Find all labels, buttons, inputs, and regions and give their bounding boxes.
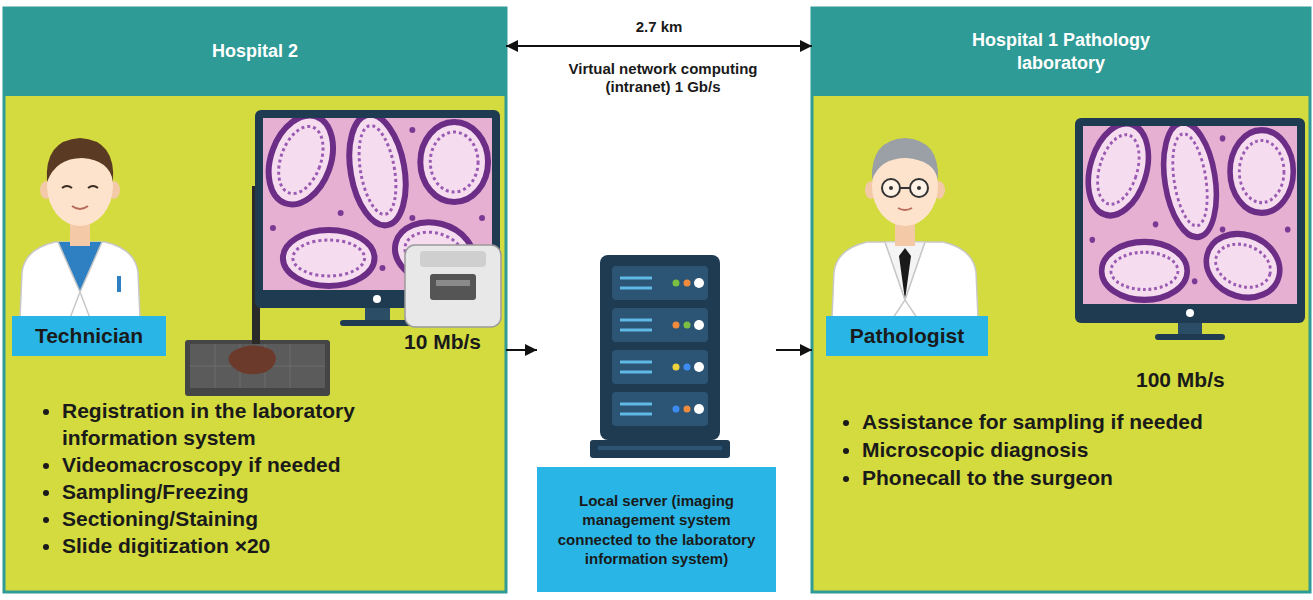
task-list: Assistance for sampling if neededMicrosc… xyxy=(836,408,1302,492)
server-icon xyxy=(590,255,730,458)
panel-heading: Hospital 1 Pathology laboratory xyxy=(970,29,1152,76)
bandwidth-label: 10 Mb/s xyxy=(404,330,481,354)
hospital-2-panel xyxy=(4,8,506,592)
task-list: Registration in the laboratory informati… xyxy=(36,397,392,559)
server-label-box: Local server (imaging management system … xyxy=(537,467,776,592)
role-label: Pathologist xyxy=(826,316,988,356)
hospital-1-panel xyxy=(812,8,1310,592)
hospital-panel: Hospital 2 10 Mb/sRegistration in the lab… xyxy=(4,8,506,592)
task-item: Slide digitization ×20 xyxy=(62,532,392,559)
server-label: Local server (imaging management system … xyxy=(545,491,768,569)
task-item: Sectioning/Staining xyxy=(62,505,392,532)
network-note: Virtual network computing (intranet) 1 G… xyxy=(563,60,763,96)
monitor xyxy=(1075,114,1305,340)
task-item: Assistance for sampling if needed xyxy=(862,408,1302,435)
task-item: Microscopic diagnosis xyxy=(862,436,1302,463)
bandwidth-slot: 100 Mb/s xyxy=(1136,368,1225,392)
distance-label: 2.7 km xyxy=(636,18,683,36)
header-band: Hospital 2 xyxy=(4,8,506,96)
header-band: Hospital 1 Pathology laboratory xyxy=(812,8,1310,96)
task-item: Phonecall to the surgeon xyxy=(862,464,1302,491)
connector-arrow xyxy=(506,349,537,351)
role-label: Technician xyxy=(12,316,166,356)
technician-figure xyxy=(20,138,140,318)
monitor xyxy=(255,107,500,326)
connector-arrow xyxy=(506,45,812,47)
slide-scanner xyxy=(405,245,501,327)
task-item: Registration in the laboratory informati… xyxy=(62,397,392,451)
role-name: Pathologist xyxy=(850,324,964,348)
hospital-panel: Hospital 1 Pathology laboratory 100 Mb/sA… xyxy=(812,8,1310,592)
bandwidth-label: 100 Mb/s xyxy=(1136,368,1225,392)
bandwidth-slot: 10 Mb/s xyxy=(404,330,481,354)
connector-arrow xyxy=(776,349,812,351)
panel-heading: Hospital 2 xyxy=(164,40,346,63)
role-name: Technician xyxy=(35,324,143,348)
task-item: Sampling/Freezing xyxy=(62,478,392,505)
server-node: Local server (imaging management system … xyxy=(537,250,776,592)
pathologist-figure xyxy=(832,138,978,318)
task-item: Videomacroscopy if needed xyxy=(62,451,392,478)
